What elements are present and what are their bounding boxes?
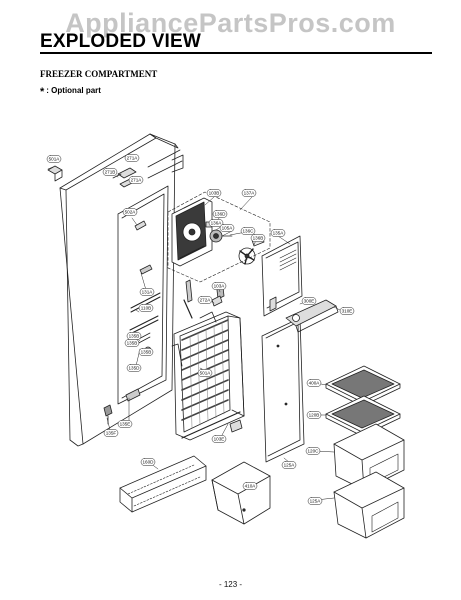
fan-shroud	[171, 197, 213, 267]
callout-text: 135B	[141, 350, 152, 355]
callout-103b-5: 103B	[206, 189, 222, 197]
callout-labels: 501A 271A 271B 271A 502A 103B 137A 136D 136A105A…	[46, 154, 355, 505]
callout-text: 136D	[215, 212, 227, 217]
callout-text: 135F	[106, 431, 117, 436]
callout-125a-33: 125A	[307, 497, 323, 505]
rear-cover-panel	[261, 317, 305, 463]
callout-271a-1: 271A	[124, 154, 140, 162]
callout-text: 400A	[309, 381, 321, 386]
callout-text: 271A	[131, 178, 143, 183]
callout-120b-28: 120B	[306, 411, 322, 419]
callout-text: 135A	[273, 231, 285, 236]
callout-160d-31: 160D	[140, 458, 156, 466]
callout-310e-24: 310E	[339, 307, 355, 315]
callout-131a-13: 131A	[139, 288, 155, 296]
optional-star: *	[40, 86, 45, 98]
callout-text: 110B	[141, 306, 151, 311]
callout-text: 135D	[129, 366, 141, 371]
callout-502a-4: 502A	[122, 208, 138, 216]
callout-135d-18: 135D	[126, 364, 142, 372]
fan-assembly-outline	[167, 191, 271, 283]
section-heading: FREEZER COMPARTMENT	[40, 69, 158, 79]
callout-text: 135E	[120, 422, 131, 427]
callout-125a-30: 125A	[281, 461, 297, 469]
callout-110b-14: 110B	[138, 304, 154, 312]
callout-text: 120C	[308, 449, 320, 454]
callout-135b-15: 135B	[126, 332, 142, 340]
callout-text: 131A	[142, 290, 154, 295]
callout-text: 137A	[244, 191, 256, 196]
callout-text: 501A	[200, 371, 212, 376]
callout-text: 271B	[105, 170, 116, 175]
drawer-lower	[333, 471, 405, 539]
callout-text: 501A	[49, 157, 61, 162]
callout-103e-26: 103E	[211, 435, 227, 443]
lamp-cover	[285, 299, 339, 333]
callout-105a-9: 105A	[219, 224, 235, 232]
callout-text: 103B	[209, 191, 220, 196]
callout-272a-21: 272A	[197, 296, 213, 304]
callout-136a-8: 136A	[208, 219, 224, 227]
callout-120c-29: 120C	[305, 447, 321, 455]
callout-text: 120B	[309, 413, 320, 418]
watermark: AppliancePartsPros.com	[65, 8, 396, 38]
callout-text: 103E	[214, 437, 225, 442]
evaporator-cover	[261, 235, 303, 317]
callout-text: 410A	[245, 484, 257, 489]
bottom-grille	[119, 455, 207, 513]
callout-text: 310E	[342, 309, 353, 314]
callout-text: 160D	[143, 460, 155, 465]
callout-271b-2: 271B	[102, 168, 118, 176]
chute-cover	[211, 461, 271, 525]
sensor-parts	[183, 279, 225, 319]
page-title: EXPLODED VIEW	[40, 31, 201, 52]
callout-text: 136C	[243, 229, 255, 234]
callout-135a-12: 135A	[270, 229, 286, 237]
callout-136d-7: 136D	[212, 210, 228, 218]
title-rule	[40, 52, 432, 54]
callout-135b-17: 135B	[138, 348, 154, 356]
callout-text: 105A	[222, 226, 234, 231]
callout-136b-11: 136B	[250, 234, 266, 242]
callout-text: 272A	[200, 298, 212, 303]
callout-text: 136A	[211, 221, 223, 226]
callout-400a-27: 400A	[306, 379, 322, 387]
callout-300e-23: 300E	[301, 297, 317, 305]
callout-text: 125A	[310, 499, 322, 504]
callout-271a-3: 271A	[128, 176, 144, 184]
callout-135e-19: 135E	[117, 420, 133, 428]
optional-part-note: *: Optional part	[40, 86, 101, 98]
callout-501a-0: 501A	[46, 155, 62, 163]
callout-text: 271A	[127, 156, 139, 161]
callout-410a-32: 410A	[242, 482, 258, 490]
callout-text: 135B	[129, 334, 140, 339]
page-number: - 123 -	[218, 580, 243, 589]
defrost-heater	[181, 411, 243, 439]
callout-136c-10: 136C	[240, 227, 256, 235]
callout-137a-6: 137A	[241, 189, 257, 197]
callout-501a-25: 501A	[197, 369, 213, 377]
callout-135f-20: 135F	[103, 429, 119, 437]
callout-text: 300E	[304, 299, 315, 304]
callout-text: 502A	[125, 210, 137, 215]
optional-note-text: : Optional part	[46, 86, 101, 95]
cabinet-shell	[59, 133, 184, 447]
callout-text: 103A	[214, 284, 226, 289]
shelf-lower	[325, 395, 401, 437]
callout-text: 135B	[127, 341, 138, 346]
callout-text: 136B	[253, 236, 264, 241]
cabinet-top-parts	[47, 165, 137, 188]
callout-text: 125A	[284, 463, 296, 468]
callout-103a-22: 103A	[211, 282, 227, 290]
callout-135b-16: 135B	[124, 339, 140, 347]
